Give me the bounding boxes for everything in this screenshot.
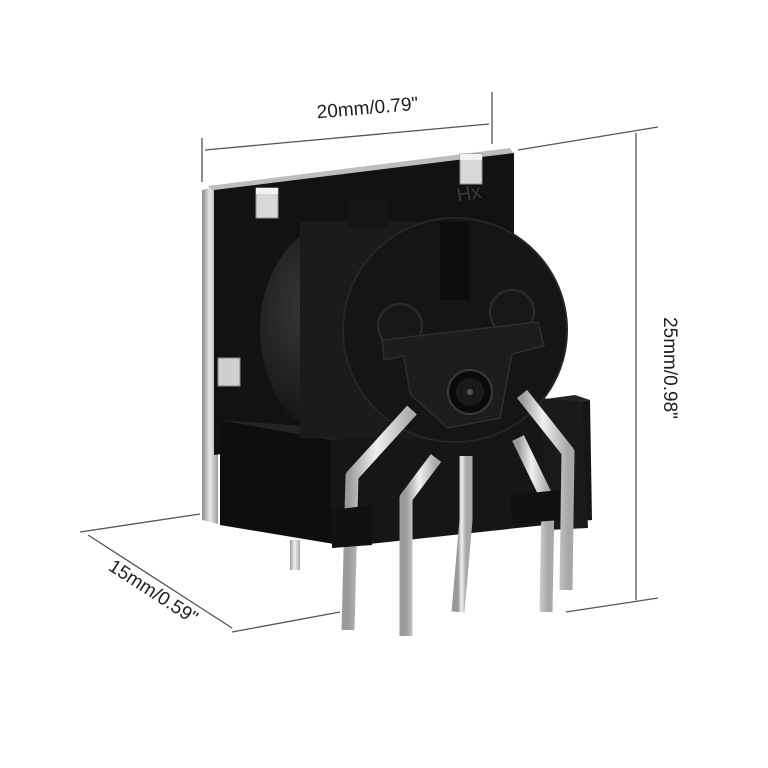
height-dimension [517,126,659,613]
pin-3 [451,456,473,613]
height-dimension-label: 25mm/0.98" [659,317,680,419]
front-foot-right [510,490,560,524]
xlr-connector: Hx [202,148,592,636]
barrel-notch [440,222,470,300]
top-clip-right [459,153,483,185]
front-foot-left [332,505,372,548]
side-clip [217,357,241,387]
width-dimension-label: 20mm/0.79" [316,94,419,124]
shield-top-rim [208,148,514,192]
top-clip-left [255,187,279,219]
width-dimension [201,92,493,182]
product-mark: Hx [455,181,483,207]
pin-1 [341,405,417,631]
pin-left-stub [290,540,300,570]
pin-2 [399,454,442,636]
depth-dimension-label: 15mm/0.59" [105,556,202,629]
pin-5 [516,389,575,591]
top-tab [348,200,388,228]
base-block [220,420,340,545]
depth-dimension [79,513,341,633]
